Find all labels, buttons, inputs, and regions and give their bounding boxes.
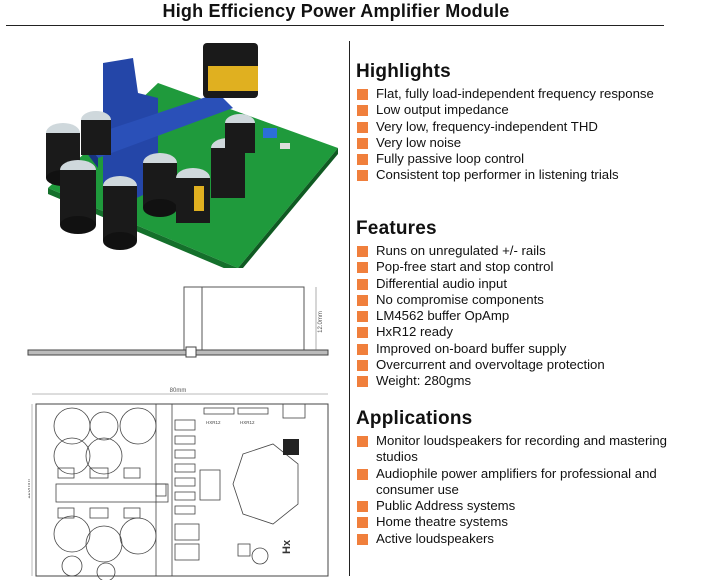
list-item: Fully passive loop control [356,151,696,167]
list-item: Flat, fully load-independent frequency r… [356,86,696,102]
page-title: High Efficiency Power Amplifier Module [162,1,510,21]
list-item: Runs on unregulated +/- rails [356,243,696,259]
features-list: Runs on unregulated +/- rails Pop-free s… [356,243,696,390]
left-dimension-label: 110mm [28,479,32,499]
list-item: LM4562 buffer OpAmp [356,308,696,324]
list-item: Home theatre systems [356,514,696,530]
top-view-drawing: 80mm 110mm H [28,388,329,580]
bullet-icon [357,246,368,257]
list-item: Differential audio input [356,276,696,292]
bullet-icon [357,294,368,306]
features-section: Features Runs on unregulated +/- rails P… [356,218,696,390]
list-item: Monitor loudspeakers for recording and m… [356,433,696,466]
applications-list: Monitor loudspeakers for recording and m… [356,433,696,547]
ic-label-1: HXR12 [206,420,221,425]
bullet-icon [357,154,368,166]
highlights-list: Flat, fully load-independent frequency r… [356,86,696,184]
bullet-icon [357,533,368,545]
list-item: Low output impedance [356,102,696,118]
list-item: Very low, frequency-independent THD [356,119,696,135]
list-item: Public Address systems [356,498,696,514]
ic-label-2: HXR12 [240,420,255,425]
list-item: Improved on-board buffer supply [356,341,696,357]
title-divider [6,25,664,26]
capacitor-group [46,111,255,250]
top-dimension-label: 80mm [170,388,187,394]
highlights-section: Highlights Flat, fully load-independent … [356,61,696,184]
side-dimension-label: 12.0mm [318,311,324,333]
bullet-icon [357,121,368,133]
bullet-icon [357,89,368,100]
list-item: Consistent top performer in listening tr… [356,167,696,183]
bullet-icon [357,327,368,339]
list-item: Pop-free start and stop control [356,259,696,275]
column-divider [349,41,350,576]
hx-logo: Hx [281,539,293,554]
applications-heading: Applications [356,408,473,429]
bullet-icon [357,278,368,290]
bullet-icon [357,517,368,529]
list-item: HxR12 ready [356,324,696,340]
list-item: Overcurrent and overvoltage protection [356,357,696,373]
bullet-icon [357,436,368,447]
features-heading: Features [356,218,437,239]
bullet-icon [357,262,368,274]
bullet-icon [357,170,368,182]
bullet-icon [357,501,368,513]
list-item: Weight: 280gms [356,373,696,389]
bullet-icon [357,468,368,480]
bullet-icon [357,311,368,323]
list-item: Very low noise [356,135,696,151]
bullet-icon [357,343,368,355]
bullet-icon [357,360,368,372]
side-view-drawing: 12.0mm [27,286,329,358]
bullet-icon [357,105,368,117]
highlights-heading: Highlights [356,61,451,82]
applications-section: Applications Monitor loudspeakers for re… [356,408,696,547]
amplifier-module-photo [46,43,338,268]
list-item: No compromise components [356,292,696,308]
list-item: Audiophile power amplifiers for professi… [356,466,696,499]
bullet-icon [357,137,368,149]
bullet-icon [357,376,368,388]
list-item: Active loudspeakers [356,531,696,547]
ic-chip [283,439,299,455]
